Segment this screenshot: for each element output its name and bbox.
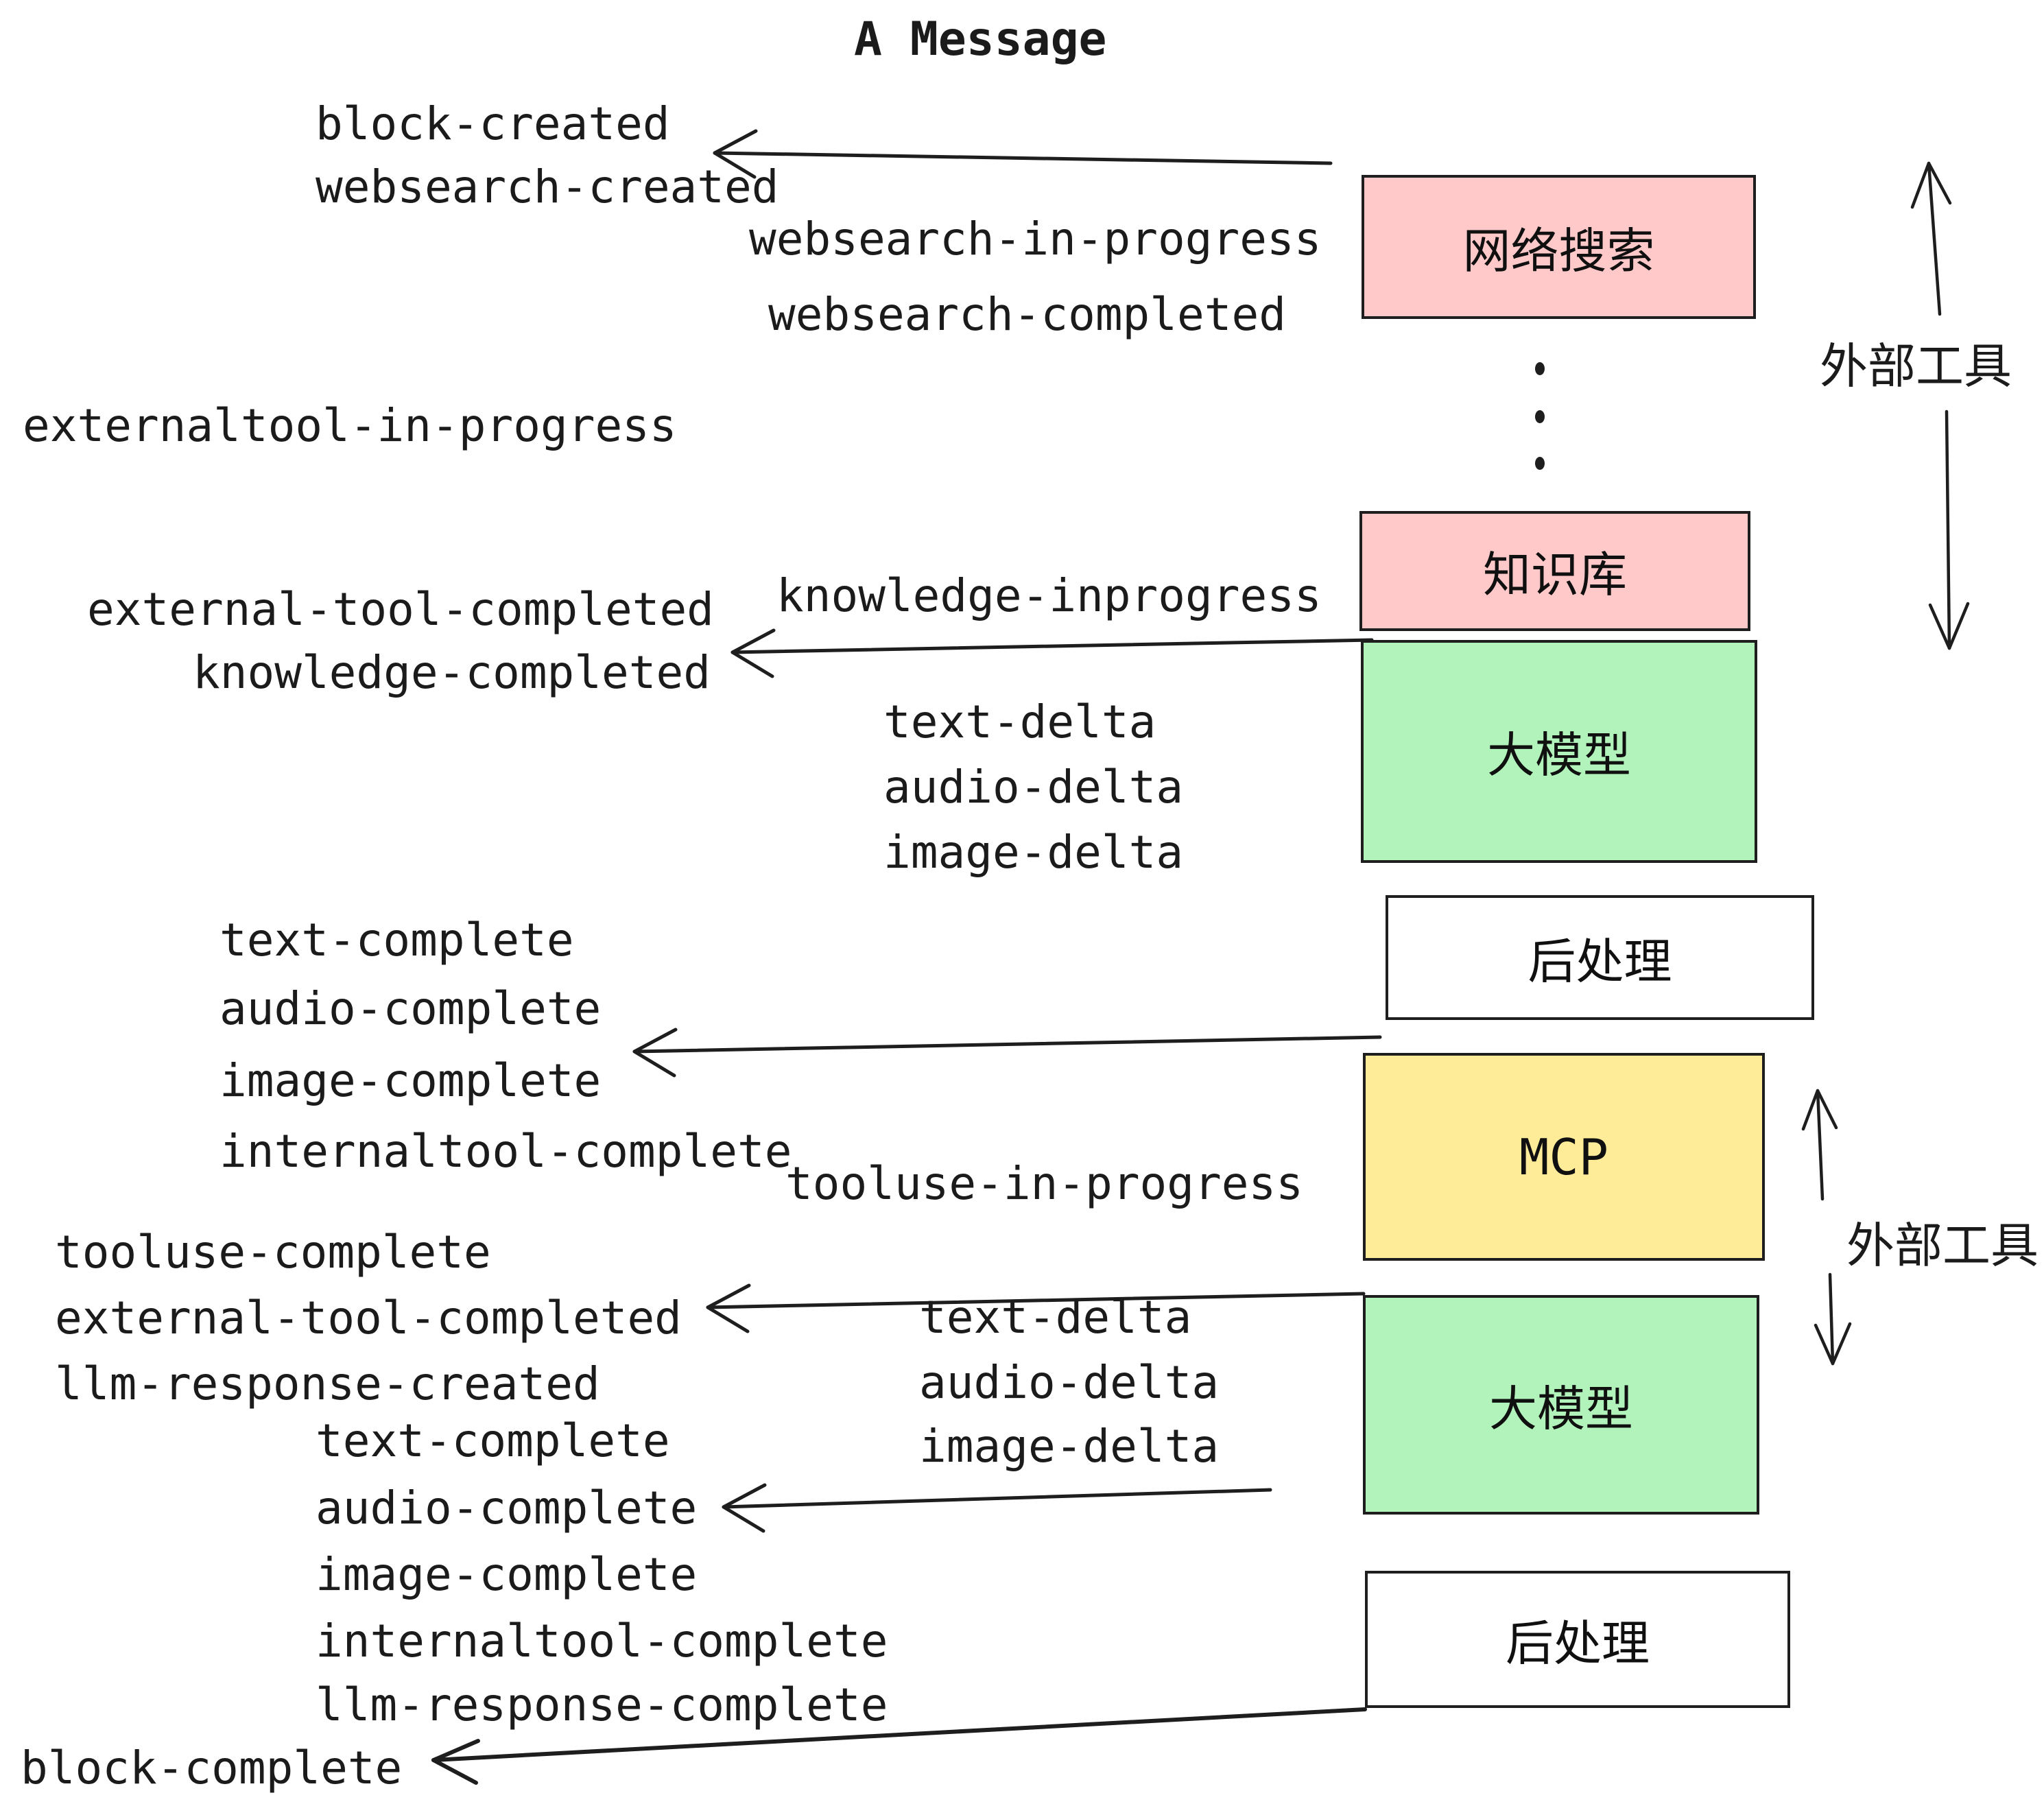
event-label-tooluse-in-progress: tooluse-in-progress [785,1157,1303,1210]
event-label-llm-response-created: llm-response-created [55,1357,600,1410]
event-label-externaltool-in-progress: externaltool-in-progress [23,399,677,452]
event-label-internaltool-complete: internaltool-complete [219,1125,792,1178]
mcp-box-label: MCP [1519,1128,1609,1186]
event-label-text-delta: text-delta [883,696,1156,748]
arrow-knowledge-to-completed-icon [730,628,1374,678]
knowledge-base-box-label: 知识库 [1483,547,1627,603]
arrow-llm1-to-complete-icon [632,1028,1382,1078]
external-tools-label-middle: 外部工具 [1846,1218,2039,1274]
event-label-block-created: block-created [316,97,670,150]
arrow-websearch-to-created-icon [713,129,1333,179]
websearch-box-label: 网络搜索 [1462,222,1655,279]
event-label-tooluse-complete: tooluse-complete [55,1226,491,1279]
event-label-text-complete: text-complete [219,914,574,966]
postprocess-box-2-label: 后处理 [1506,1615,1650,1672]
external-tools-label-top: 外部工具 [1820,338,2012,394]
event-label-websearch-in-progress: websearch-in-progress [749,213,1322,265]
llm-box-2-label: 大模型 [1489,1380,1633,1437]
mcp-box: MCP [1363,1053,1765,1261]
event-label-audio-complete: audio-complete [316,1482,698,1534]
event-label-audio-delta: audio-delta [883,761,1184,814]
ellipsis-dot-icon [1535,457,1545,470]
external-tools-up-arrow-2-icon [1801,1089,1838,1201]
knowledge-base-box: 知识库 [1359,511,1750,631]
event-label-text-complete: text-complete [316,1414,670,1467]
arrow-mcp-to-complete-icon [706,1283,1366,1333]
postprocess-box-2: 后处理 [1365,1571,1790,1708]
event-label-external-tool-completed: external-tool-completed [55,1292,682,1344]
arrow-llm2-to-complete-icon [722,1483,1272,1533]
event-label-llm-response-complete: llm-response-complete [316,1678,888,1731]
external-tools-down-arrow-2-icon [1814,1272,1852,1366]
ellipsis-dot-icon [1535,362,1545,375]
event-label-image-delta: image-delta [883,826,1184,879]
external-tools-down-arrow-1-icon [1928,410,1970,650]
ellipsis-dot-icon [1535,410,1545,423]
event-label-knowledge-completed: knowledge-completed [193,646,711,699]
llm-box-1-label: 大模型 [1487,727,1631,783]
event-label-block-complete: block-complete [21,1742,403,1794]
event-label-audio-delta: audio-delta [919,1356,1220,1409]
arrow-post2-to-block-complete-icon [431,1707,1367,1785]
diagram-title: A Message [854,12,1107,67]
event-label-audio-complete: audio-complete [219,982,602,1035]
event-label-image-delta: image-delta [919,1420,1220,1473]
postprocess-box-1: 后处理 [1386,895,1814,1020]
event-label-image-complete: image-complete [219,1054,602,1107]
event-label-external-tool-completed: external-tool-completed [87,583,714,636]
llm-box-2: 大模型 [1363,1295,1759,1515]
event-label-image-complete: image-complete [316,1548,698,1601]
postprocess-box-1-label: 后处理 [1528,933,1672,990]
event-label-internaltool-complete: internaltool-complete [316,1615,888,1667]
event-label-websearch-completed: websearch-completed [768,288,1286,341]
external-tools-up-arrow-1-icon [1910,161,1952,316]
event-label-knowledge-inprogress: knowledge-inprogress [776,569,1322,622]
websearch-box: 网络搜索 [1362,175,1756,319]
llm-box-1: 大模型 [1361,640,1757,863]
event-label-websearch-created: websearch-created [316,161,779,213]
event-label-text-delta: text-delta [919,1291,1192,1344]
